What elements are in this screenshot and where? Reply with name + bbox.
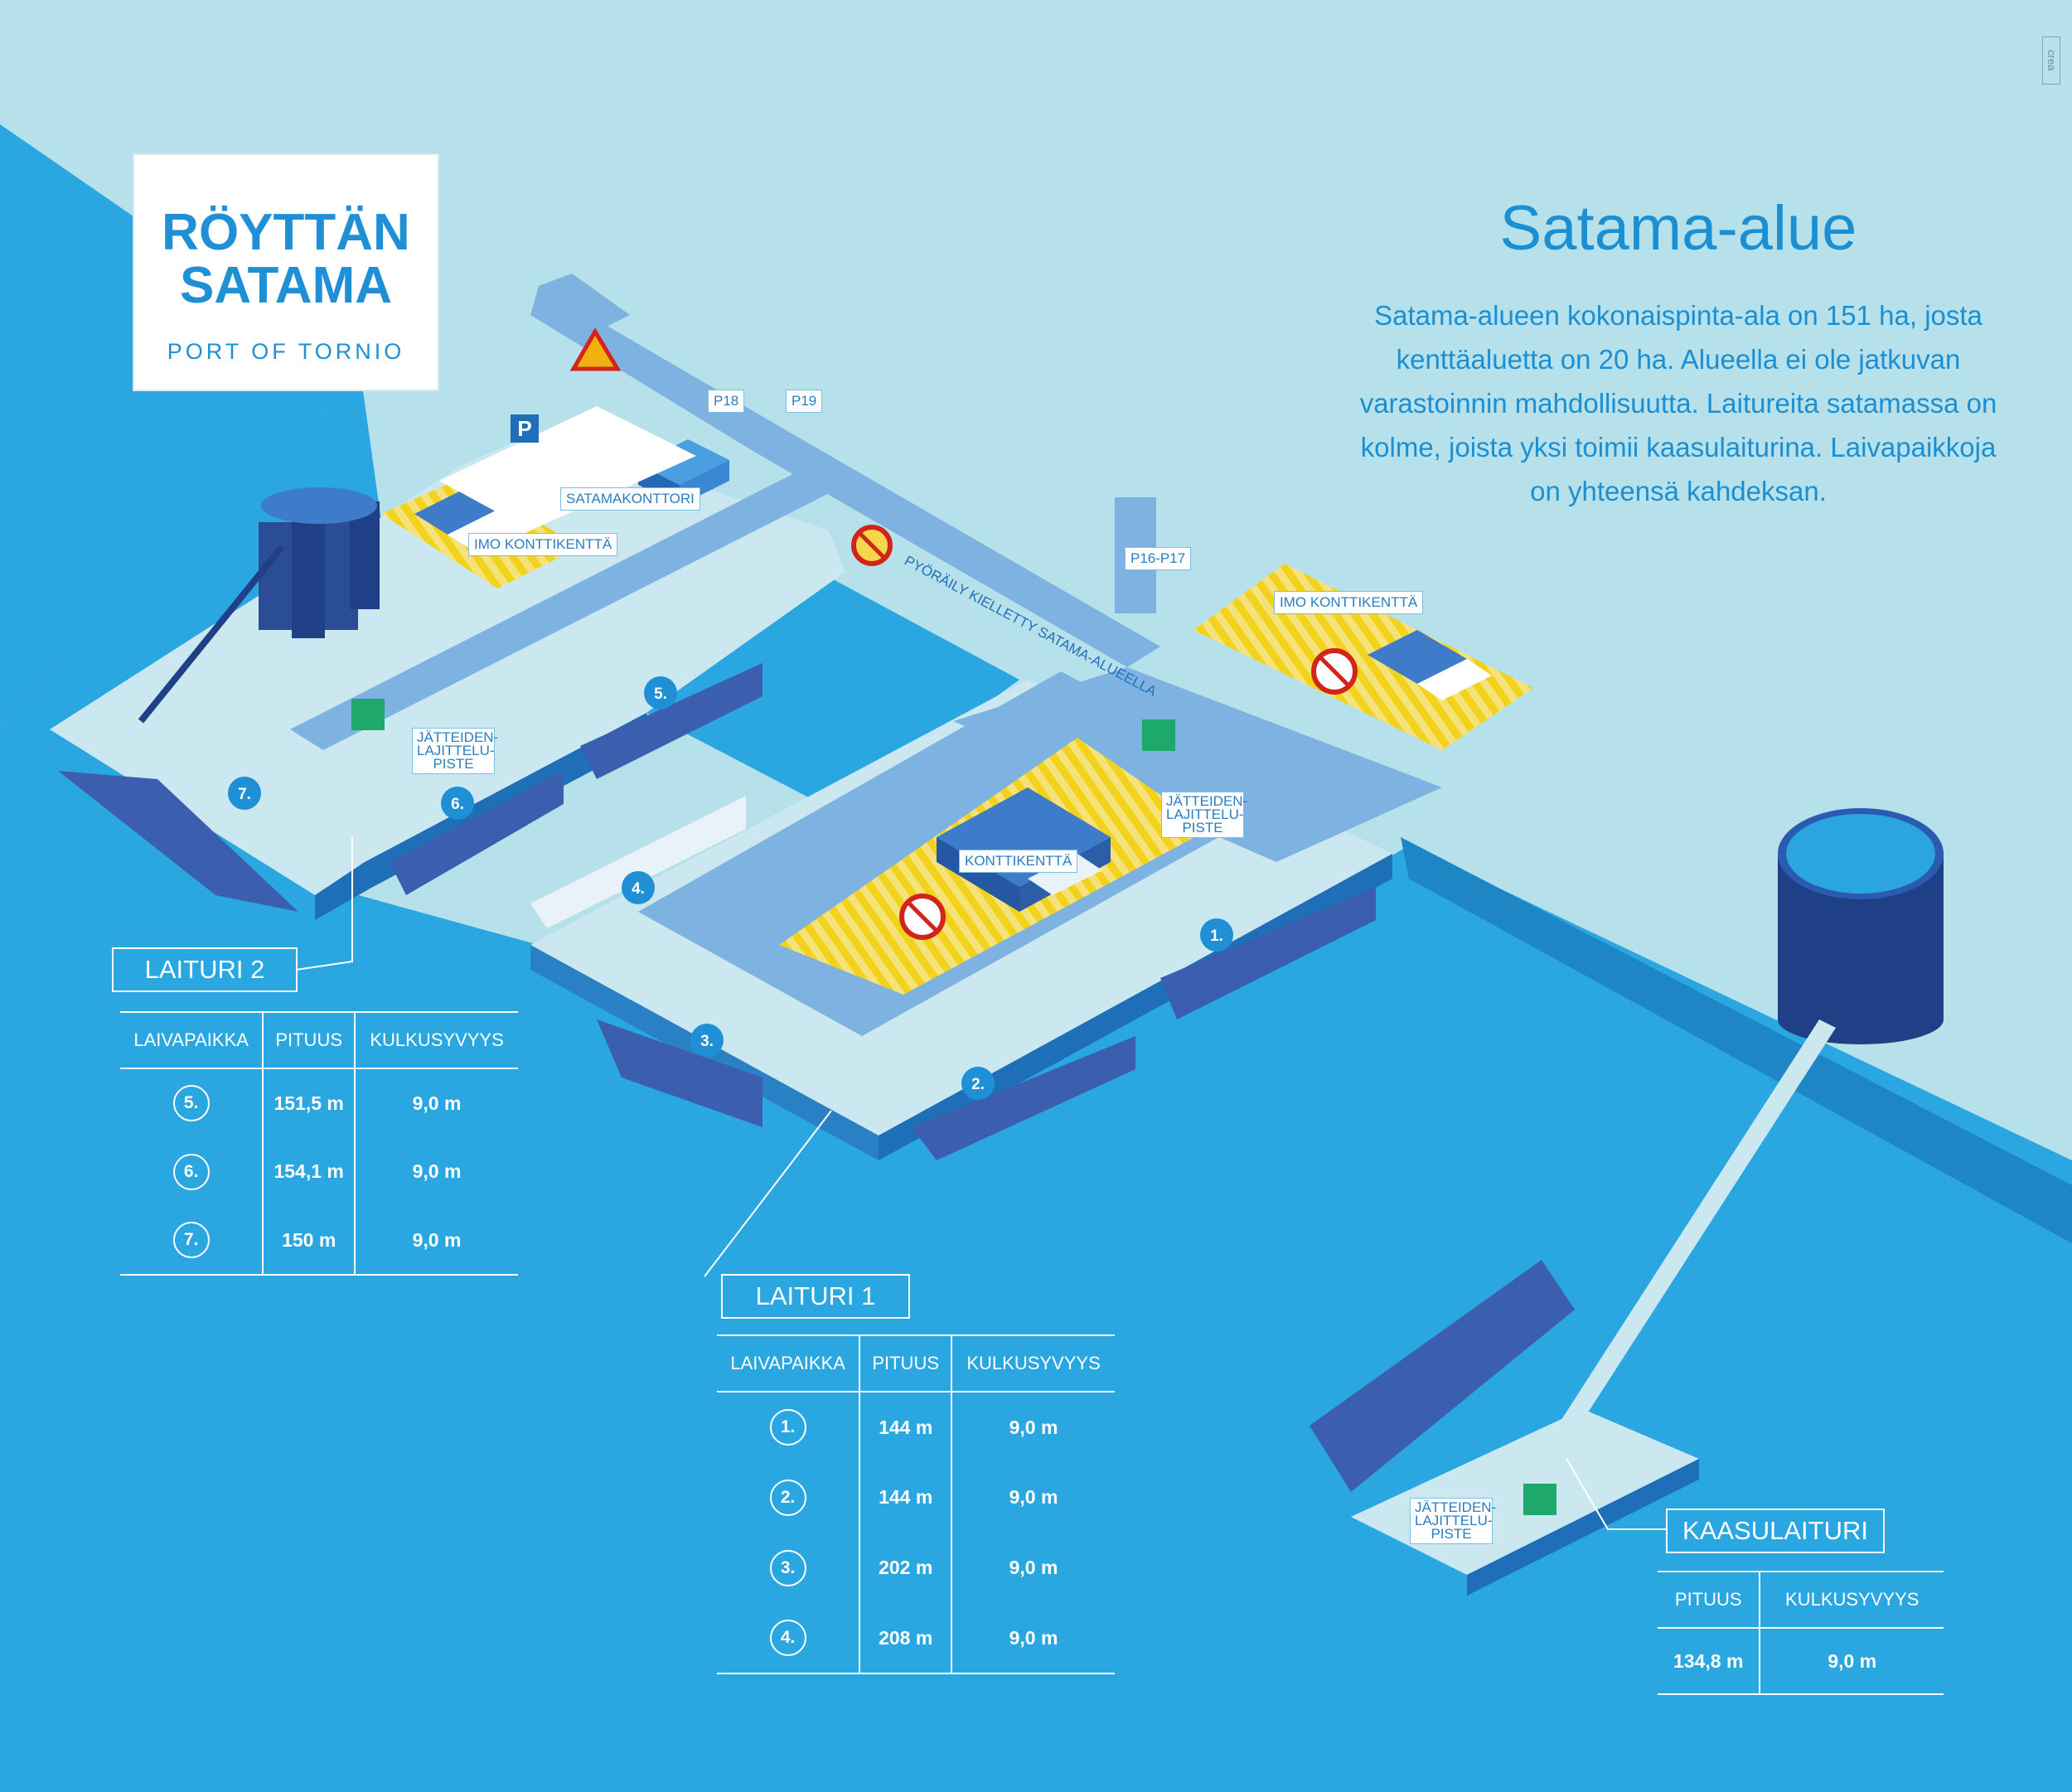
berth-marker-4: 4. bbox=[632, 880, 645, 898]
quay-2-header-depth: KULKUSYVYYS bbox=[354, 1011, 518, 1069]
quay-1-header-length: PITUUS bbox=[859, 1334, 952, 1392]
gas-quay-platform-side bbox=[1467, 1459, 1699, 1596]
quay-2-header-berth: LAIVAPAIKKA bbox=[120, 1011, 264, 1069]
table-row-length: 202 m bbox=[859, 1533, 952, 1603]
table-row-length: 144 m bbox=[859, 1392, 952, 1462]
berth-marker-6: 6. bbox=[451, 796, 464, 813]
quay-1-table: LAIVAPAIKKA PITUUS KULKUSYVYYS 1. 144 m … bbox=[717, 1334, 1115, 1674]
ship-icon bbox=[58, 663, 1575, 1492]
waste-point-label-2: JÄTTEIDEN- LAJITTELU- PISTE bbox=[1161, 792, 1247, 838]
table-row-length: 134,8 m bbox=[1673, 1649, 1744, 1672]
table-row-depth: 9,0 m bbox=[951, 1603, 1115, 1673]
gas-quay-header-length: PITUUS bbox=[1658, 1571, 1760, 1629]
imo-field-left-label: IMO KONTTIKENTTÄ bbox=[468, 533, 618, 556]
table-row-depth: 9,0 m bbox=[354, 1206, 518, 1275]
container-field-label: KONTTIKENTTÄ bbox=[959, 850, 1078, 873]
quay-1-title: LAITURI 1 bbox=[721, 1274, 910, 1319]
berth-markers: 1. 2. 3. 4. 5. 6. 7. bbox=[228, 676, 1233, 1100]
gas-quay-table: PITUUS KULKUSYVYYS 134,8 m 9,0 m bbox=[1658, 1571, 1944, 1695]
logo-title: RÖYTTÄN SATAMA bbox=[134, 206, 438, 312]
berth-marker-2: 2. bbox=[971, 1076, 985, 1093]
gate-p18-label: P18 bbox=[708, 390, 745, 413]
gas-quay-title: KAASULAITURI bbox=[1666, 1509, 1885, 1553]
gas-pipeline bbox=[1542, 1020, 1836, 1459]
gas-tank-icon bbox=[1778, 808, 1944, 1044]
table-row-depth: 9,0 m bbox=[354, 1068, 518, 1137]
sea-area bbox=[0, 124, 361, 729]
table-row-length: 144 m bbox=[859, 1462, 952, 1533]
table-row-berth: 2. bbox=[717, 1462, 859, 1533]
gas-quay-header-depth: KULKUSYVYYS bbox=[1759, 1571, 1944, 1629]
parking-lot bbox=[439, 406, 696, 530]
leader-lines bbox=[295, 837, 1666, 1530]
warning-cyclist-icon bbox=[569, 327, 622, 371]
table-row-depth: 9,0 m bbox=[951, 1462, 1115, 1533]
watermark: crea bbox=[2042, 36, 2060, 85]
berth-marker-1: 1. bbox=[1210, 927, 1223, 945]
road-north bbox=[530, 286, 1160, 667]
gate-p16-p17-label: P16-P17 bbox=[1125, 547, 1192, 570]
recycle-icon bbox=[351, 699, 1556, 1515]
table-row-depth: 9,0 m bbox=[951, 1533, 1115, 1603]
parking-icon: P bbox=[511, 414, 539, 443]
table-row-depth: 9,0 m bbox=[354, 1137, 518, 1206]
table-row-berth: 3. bbox=[717, 1533, 859, 1603]
silo-icon bbox=[138, 487, 380, 724]
road-west bbox=[290, 464, 845, 750]
svg-text:P: P bbox=[517, 416, 531, 441]
quay-2-table: LAIVAPAIKKA PITUUS KULKUSYVYYS 5. 151,5 … bbox=[120, 1011, 518, 1276]
waste-point-label-3: JÄTTEIDEN- LAJITTELU- PISTE bbox=[1410, 1498, 1496, 1544]
intro-text: Satama-alueen kokonaispinta-ala on 151 h… bbox=[1359, 300, 1997, 506]
no-cycling-icon bbox=[851, 525, 893, 566]
quay-platform-south-side bbox=[879, 854, 1392, 1160]
harbour-office-label: SATAMAKONTTORI bbox=[560, 487, 700, 511]
berth-marker-3: 3. bbox=[700, 1033, 714, 1050]
table-row-length: 150 m bbox=[262, 1206, 356, 1275]
page-title: Satama-alue bbox=[1499, 193, 1857, 264]
table-row-length: 151,5 m bbox=[262, 1068, 356, 1137]
no-pedestrian-icon bbox=[899, 648, 1358, 940]
table-row-length: 208 m bbox=[859, 1603, 952, 1673]
port-logo: RÖYTTÄN SATAMA PORT OF TORNIO bbox=[133, 153, 439, 391]
gate-p19-label: P19 bbox=[786, 390, 823, 413]
logo-title-line1: RÖYTTÄN bbox=[162, 204, 410, 261]
quay-1-header-depth: KULKUSYVYYS bbox=[951, 1334, 1115, 1392]
logo-title-line2: SATAMA bbox=[180, 257, 392, 314]
berth-marker-7: 7. bbox=[238, 786, 251, 803]
berth-marker-5: 5. bbox=[654, 685, 667, 703]
table-row-depth: 9,0 m bbox=[1759, 1628, 1944, 1694]
road-north-bend bbox=[539, 274, 630, 332]
table-row-berth: 5. bbox=[120, 1068, 263, 1137]
quay-1-header-berth: LAIVAPAIKKA bbox=[717, 1334, 860, 1392]
table-row-depth: 9,0 m bbox=[951, 1392, 1115, 1462]
quay-2-header-length: PITUUS bbox=[262, 1011, 356, 1069]
waste-point-label-1: JÄTTEIDEN- LAJITTELU- PISTE bbox=[412, 728, 498, 774]
table-row-berth: 7. bbox=[120, 1206, 263, 1275]
sea-right-band bbox=[1401, 837, 2072, 1243]
table-row-berth: 1. bbox=[717, 1392, 859, 1462]
table-row-berth: 6. bbox=[120, 1137, 263, 1206]
table-row-berth: 4. bbox=[717, 1603, 859, 1673]
logo-subtitle: PORT OF TORNIO bbox=[167, 339, 405, 364]
imo-field-right-label: IMO KONTTIKENTTÄ bbox=[1274, 591, 1424, 614]
table-row-length: 154,1 m bbox=[262, 1137, 356, 1206]
quay-2-title: LAITURI 2 bbox=[112, 947, 298, 992]
